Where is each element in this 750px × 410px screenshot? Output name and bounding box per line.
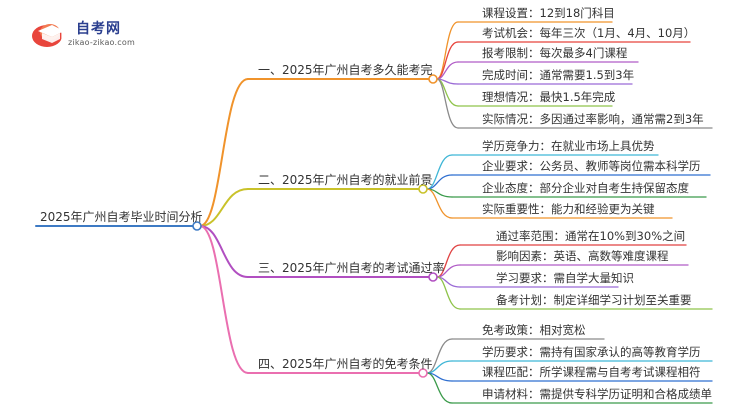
leaf-label: 课程设置：12到18门科目: [482, 6, 615, 20]
branch-connector: [199, 78, 249, 227]
leaf-connector: [436, 21, 459, 80]
branch-connector: [199, 225, 249, 374]
root-node[interactable]: [192, 221, 202, 231]
logo-title: 自考网: [76, 21, 121, 37]
root-node-label: 2025年广州自考毕业时间分析: [40, 210, 203, 224]
branch-node[interactable]: [418, 368, 428, 378]
leaf-connector: [426, 338, 453, 374]
leaf-label: 完成时间：通常需要1.5到3年: [482, 68, 635, 82]
leaf-label: 企业要求：公务员、教师等岗位需本科学历: [482, 159, 701, 173]
leaf-label: 学历竞争力：在就业市场上具优势: [482, 139, 655, 153]
branch-label: 二、2025年广州自考的就业前景: [258, 173, 433, 187]
leaf-label: 影响因素：英语、高数等难度课程: [496, 249, 669, 263]
leaf-label: 申请材料：需提供专科学历证明和合格成绩单: [482, 387, 712, 401]
leaf-label: 实际情况：多因通过率影响，通常需2到3年: [482, 112, 704, 126]
leaf-label: 企业态度：部分企业对自考生持保留态度: [482, 181, 689, 195]
leaf-label: 考试机会：每年三次（1月、4月、10月）: [482, 26, 696, 40]
branch-label: 四、2025年广州自考的免考条件: [258, 357, 433, 371]
leaf-label: 通过率范围：通常在10%到30%之间: [496, 229, 686, 243]
leaf-label: 免考政策：相对宽松: [482, 323, 586, 337]
site-logo[interactable]: 自考网 zikao-zikao.com: [30, 18, 140, 50]
branch-node[interactable]: [418, 184, 428, 194]
leaf-connector: [426, 188, 453, 219]
leaf-label: 备考计划：制定详细学习计划至关重要: [496, 293, 692, 307]
leaf-connector: [436, 78, 459, 129]
branch-label: 一、2025年广州自考多久能考完: [258, 63, 433, 77]
graduation-cap-icon: [32, 24, 64, 47]
leaf-connector: [436, 41, 459, 80]
branch-label: 三、2025年广州自考的考试通过率: [258, 261, 445, 275]
leaf-label: 学习要求：需自学大量知识: [496, 271, 634, 285]
branch-connector: [199, 225, 249, 278]
branch-connector: [199, 188, 249, 227]
branch-node[interactable]: [428, 74, 438, 84]
leaf-label: 理想情况：最快1.5年完成: [482, 90, 616, 104]
leaf-label: 报考限制：每次最多4门课程: [482, 46, 628, 60]
logo-url: zikao-zikao.com: [68, 38, 135, 47]
leaf-label: 实际重要性：能力和经验更为关键: [482, 202, 655, 216]
leaf-label: 课程匹配：所学课程需与自考考试课程相符: [482, 365, 701, 379]
leaf-connector: [426, 372, 453, 404]
branch-node[interactable]: [428, 272, 438, 282]
leaf-connector: [436, 276, 461, 310]
leaf-label: 学历要求：需持有国家承认的高等教育学历: [482, 345, 701, 359]
